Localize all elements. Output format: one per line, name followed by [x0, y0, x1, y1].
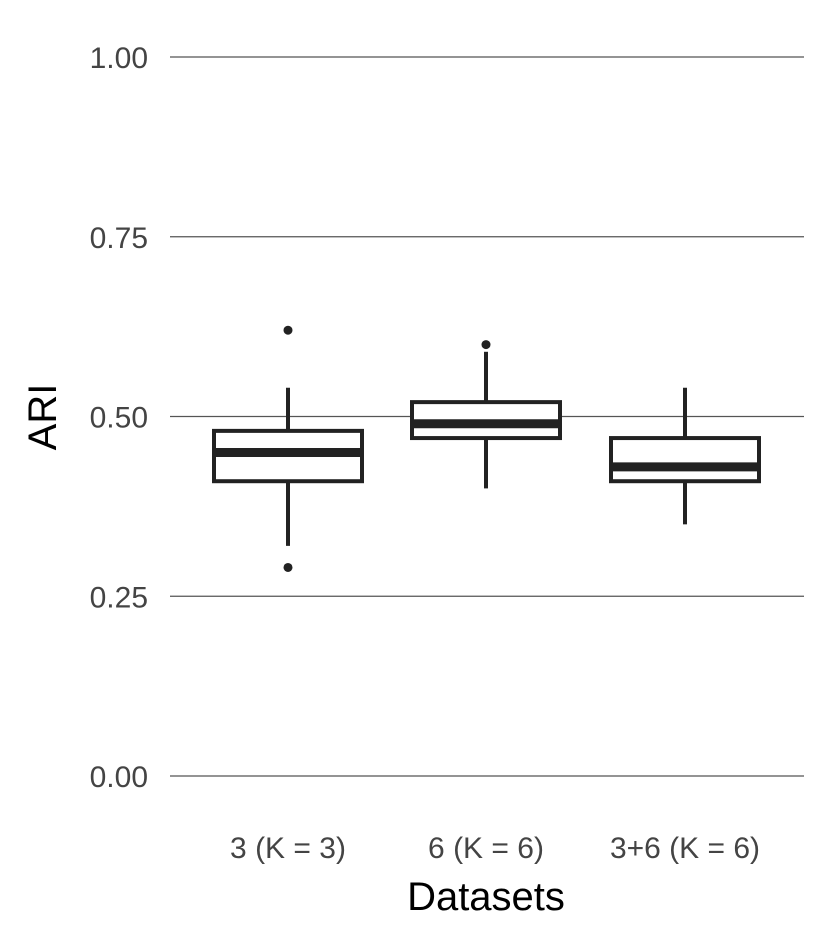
y-tick-label: 0.25	[90, 581, 148, 614]
box-iqr	[609, 436, 761, 484]
y-tick-label: 0.00	[90, 761, 148, 794]
y-axis-title: ARI	[21, 384, 65, 451]
y-tick-label: 1.00	[90, 42, 148, 75]
outlier-point	[283, 562, 293, 572]
outlier-point	[283, 325, 293, 335]
outlier-point	[481, 340, 491, 350]
x-tick-label: 6 (K = 6)	[428, 832, 544, 865]
y-tick-label: 0.50	[90, 402, 148, 435]
y-tick-label: 0.75	[90, 222, 148, 255]
x-axis-ticks: 3 (K = 3) 6 (K = 6) 3+6 (K = 6)	[230, 832, 760, 865]
y-axis-ticks: 0.00 0.25 0.50 0.75 1.00	[90, 42, 148, 794]
x-tick-label: 3+6 (K = 6)	[610, 832, 760, 865]
x-axis-title: Datasets	[407, 875, 565, 919]
box-group	[410, 340, 562, 489]
box-group	[609, 387, 761, 525]
box-group	[212, 325, 364, 572]
x-tick-label: 3 (K = 3)	[230, 832, 346, 865]
boxes	[212, 325, 761, 572]
